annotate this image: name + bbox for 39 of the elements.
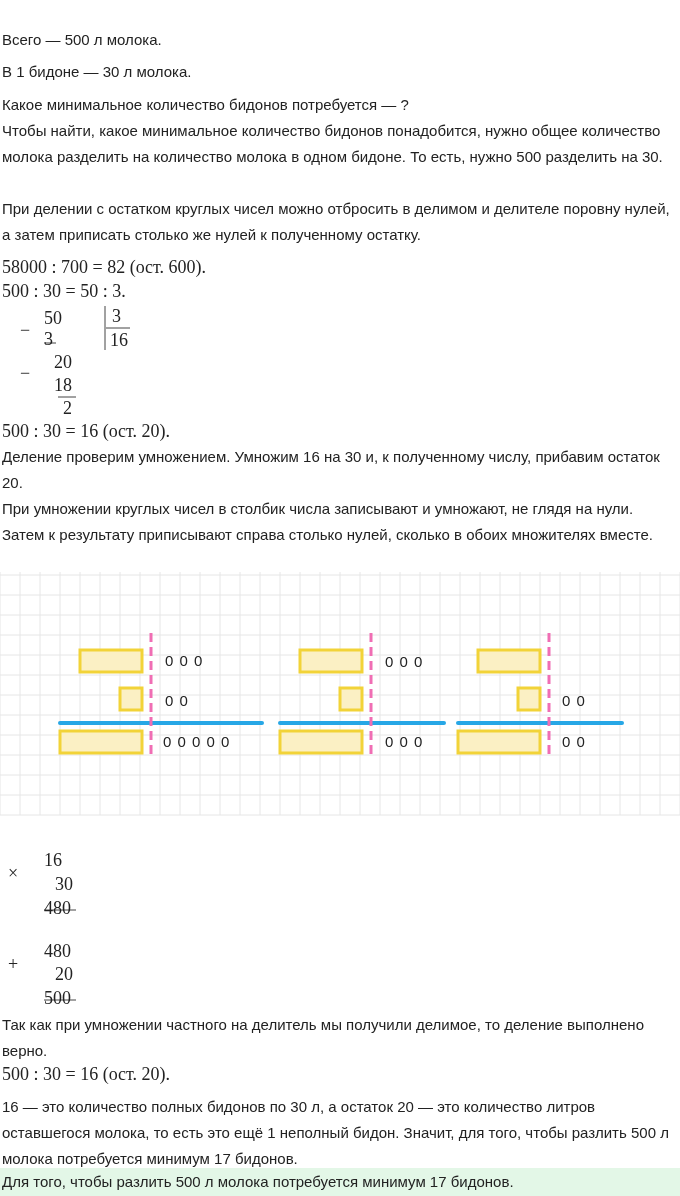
paragraph: При делении с остатком круглых чисел можно отбросить в делимом и делителе поровну нулей, а затем приписать столько же нулей к полученному остатку. (2, 199, 671, 245)
zeros-text: 0 0 (562, 733, 586, 751)
operator-sign: − (20, 362, 31, 384)
math-expression: 58000 : 700 = 82 (ост. 600). (2, 256, 207, 278)
digit: 16 (44, 849, 62, 871)
digit: 16 (110, 329, 128, 351)
text-line: В 1 бидоне — 30 л молока. (2, 62, 192, 82)
paragraph: Чтобы найти, какое минимальное количество бидонов понадобится, нужно общее количество молока разделить на количество молока в одном бидоне. То есть, нужно 500 разделить на 30. (2, 121, 664, 167)
digit: 3 (112, 305, 121, 327)
math-expression: 500 : 30 = 16 (ост. 20). (2, 1063, 171, 1085)
digit: 2 (63, 397, 72, 419)
digit: 500 (44, 987, 71, 1009)
paragraph: Так как при умножении частного на делитель мы получили делимое, то деление выполнено верно. (2, 1015, 645, 1061)
zeros-text: 0 0 0 (165, 652, 204, 670)
zeros-text: 0 0 (165, 692, 189, 710)
math-expression: 500 : 30 = 16 (ост. 20). (2, 420, 171, 442)
digit: 50 (44, 307, 62, 329)
zeros-text: 0 0 0 (385, 733, 424, 751)
zeros-text: 0 0 0 (385, 653, 424, 671)
text-line: Всего — 500 л молока. (2, 30, 162, 50)
digit: 20 (54, 351, 72, 373)
math-expression: 500 : 30 = 50 : 3. (2, 280, 126, 302)
digit: 20 (55, 963, 73, 985)
paragraph: При умножении круглых чисел в столбик числа записывают и умножают, не глядя на нули. Затем к результату приписывают справа столько нулей, сколько в обоих множителях вместе. (2, 499, 654, 545)
digit: 480 (44, 940, 71, 962)
answer-text: Для того, чтобы разлить 500 л молока потребуется минимум 17 бидонов. (2, 1173, 514, 1190)
digit: 30 (55, 873, 73, 895)
digit: 3 (44, 328, 53, 350)
operator-sign: × (8, 862, 19, 884)
question-text: Какое минимальное количество бидонов потребуется — ? (2, 95, 409, 115)
paragraph: Деление проверим умножением. Умножим 16 на 30 и, к полученному числу, прибавим остаток 20. (2, 447, 661, 493)
answer-banner (0, 1168, 680, 1196)
digit: 480 (44, 897, 71, 919)
operator-sign: + (8, 953, 19, 975)
zeros-text: 0 0 0 0 0 (163, 733, 231, 751)
paragraph: 16 — это количество полных бидонов по 30 л, а остаток 20 — это количество литров оставшегося молока, то есть это ещё 1 неполный бидон. Значит, для того, чтобы разлить 500 л молока потребуется минимум 17 бидонов. (2, 1097, 670, 1169)
operator-sign: − (20, 319, 31, 341)
digit: 18 (54, 374, 72, 396)
zeros-text: 0 0 (562, 692, 586, 710)
